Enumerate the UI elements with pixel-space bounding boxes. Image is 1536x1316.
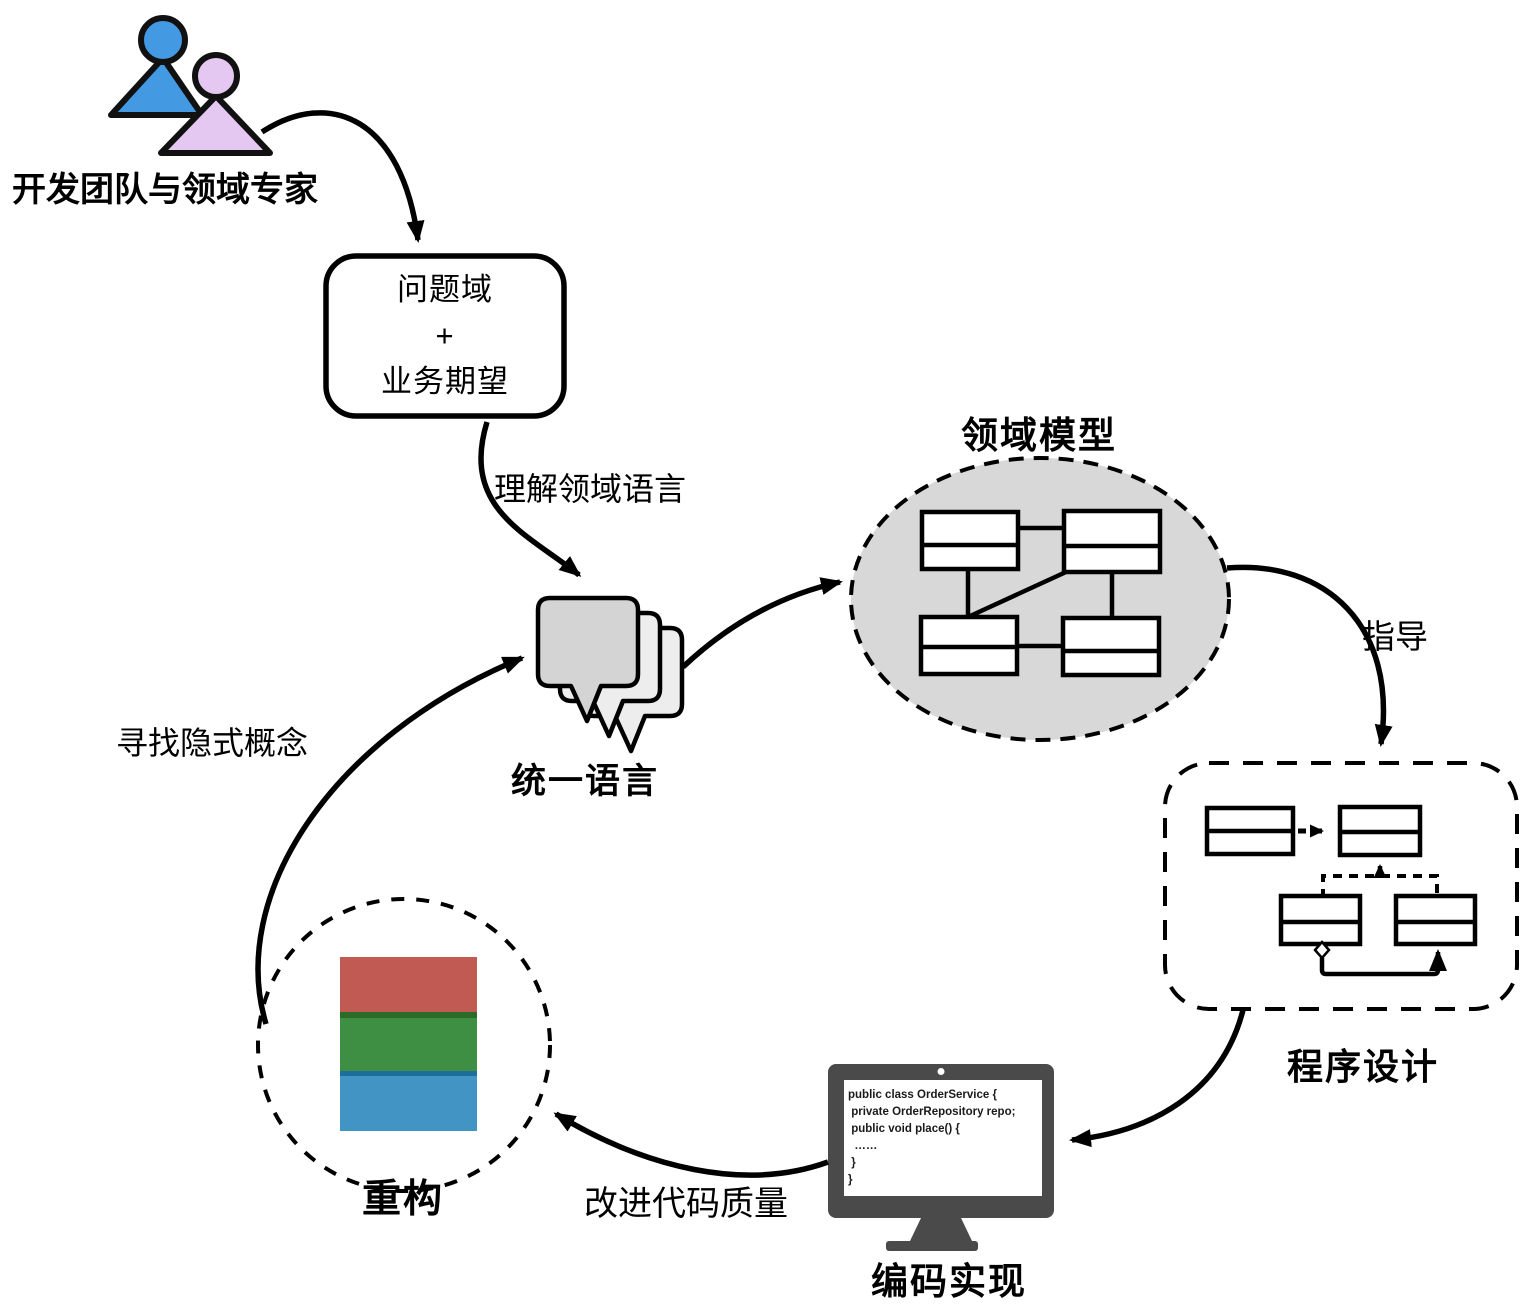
problem-box bbox=[323, 253, 567, 419]
domain-model-label: 领域模型 bbox=[961, 415, 1117, 456]
uml-class-box bbox=[1278, 893, 1363, 947]
edge-label-understand: 理解领域语言 bbox=[494, 471, 687, 507]
arrow-refactor-to-language bbox=[255, 655, 525, 1025]
arrow-coding-to-refactor bbox=[553, 1111, 829, 1178]
refactor-circle bbox=[256, 897, 552, 1193]
code-line: } bbox=[848, 1174, 853, 1186]
ubiquitous-language-label: 统一语言 bbox=[511, 762, 660, 801]
person-purple-icon bbox=[158, 52, 273, 156]
problem-line-2: + bbox=[435, 318, 455, 353]
person-blue-icon bbox=[108, 15, 205, 118]
problem-box-text: 问题域 + 业务期望 bbox=[326, 256, 564, 416]
code-line: public void place() { bbox=[848, 1123, 960, 1135]
arrow-model-to-design bbox=[1226, 564, 1393, 747]
uml-class-box bbox=[1060, 615, 1162, 678]
uml-class-box bbox=[918, 614, 1020, 677]
domain-model-ellipse bbox=[849, 456, 1231, 742]
code-line: private OrderRepository repo; bbox=[848, 1106, 1016, 1118]
code-line: …… bbox=[848, 1140, 878, 1152]
uml-class-box bbox=[1061, 508, 1163, 575]
team-label: 开发团队与领域专家 bbox=[12, 171, 318, 209]
arrow-team-to-problem bbox=[260, 110, 425, 243]
code-line: public class OrderService { bbox=[848, 1089, 997, 1101]
camera-dot-icon bbox=[937, 1068, 945, 1075]
speech-bubbles-icon bbox=[535, 595, 685, 754]
team-icon bbox=[108, 15, 273, 156]
uml-class-box bbox=[1393, 893, 1478, 947]
domain-model-classes-icon bbox=[918, 508, 1163, 678]
monitor-screen bbox=[844, 1080, 1042, 1196]
association-arrow bbox=[1319, 949, 1447, 977]
refactor-stripes-icon bbox=[340, 957, 477, 1131]
edge-label-implicit: 寻找隐式概念 bbox=[116, 725, 309, 761]
design-uml-icon bbox=[1204, 804, 1478, 977]
problem-line-1: 问题域 bbox=[397, 272, 493, 307]
edge-label-guide: 指导 bbox=[1362, 618, 1428, 655]
refactor-label: 重构 bbox=[362, 1178, 445, 1221]
uml-class-box bbox=[919, 509, 1021, 572]
code-line: } bbox=[848, 1157, 856, 1169]
edge-label-improve: 改进代码质量 bbox=[584, 1185, 788, 1223]
code-snippet: public class OrderService { private Orde… bbox=[848, 1087, 1040, 1189]
uml-class-box bbox=[1204, 805, 1296, 857]
arrow-design-to-coding bbox=[1069, 1009, 1246, 1148]
coding-label: 编码实现 bbox=[871, 1261, 1027, 1302]
problem-line-3: 业务期望 bbox=[381, 364, 509, 399]
uml-class-box bbox=[1337, 804, 1423, 858]
program-design-label: 程序设计 bbox=[1287, 1046, 1440, 1087]
arrow-language-to-model bbox=[681, 577, 843, 670]
arrow-problem-to-language bbox=[478, 421, 582, 578]
program-design-box bbox=[1163, 761, 1519, 1011]
inheritance-bracket bbox=[1321, 874, 1439, 898]
monitor-icon bbox=[828, 1064, 1054, 1251]
